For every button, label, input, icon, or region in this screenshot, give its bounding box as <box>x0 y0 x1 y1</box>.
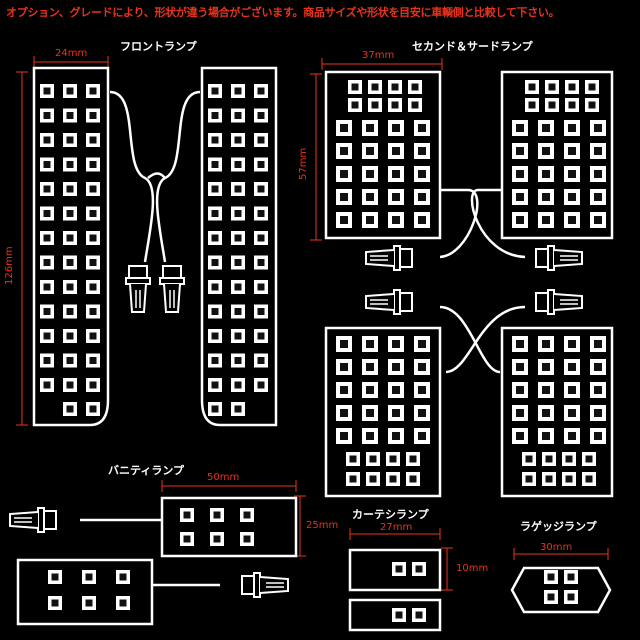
luggage-lamp-label: ラゲッジランプ <box>520 520 597 533</box>
courtesy-height-dim: 10mm <box>456 563 489 574</box>
second-board-right <box>500 70 614 240</box>
third-socket-right <box>535 289 583 315</box>
vanity-board-1 <box>160 496 298 558</box>
courtesy-lamp-label: カーテシランプ <box>352 508 429 521</box>
courtesy-board-1 <box>348 548 442 592</box>
third-board-left <box>324 326 442 498</box>
vanity-height-dim: 25mm <box>306 520 339 531</box>
front-board-left <box>32 66 110 427</box>
third-wire-a <box>439 305 501 374</box>
front-socket-left <box>125 265 151 313</box>
vanity-board-2 <box>16 558 154 626</box>
caution-notice: オプション、グレードにより、形状が違う場合がございます。商品サイズや形状を目安に… <box>6 6 560 19</box>
courtesy-board-2 <box>348 598 442 632</box>
second-height-dim: 57mm <box>298 147 309 180</box>
third-board-right <box>500 326 614 498</box>
luggage-width-dim: 30mm <box>540 542 573 553</box>
front-width-dim: 24mm <box>55 48 88 59</box>
third-wire-b <box>445 305 526 374</box>
third-socket-left <box>365 289 413 315</box>
second-socket-right <box>535 245 583 271</box>
second-board-left <box>324 70 442 240</box>
front-socket-right <box>159 265 185 313</box>
t10-sockets <box>9 245 583 598</box>
courtesy-width-dim: 27mm <box>380 522 413 533</box>
vanity-socket-2 <box>241 572 289 598</box>
vanity-socket-1 <box>9 507 57 533</box>
led-boards <box>16 66 614 632</box>
second-wire-b <box>470 188 526 259</box>
front-board-right <box>200 66 278 427</box>
vanity-width-dim: 50mm <box>207 472 240 483</box>
wires <box>80 90 526 587</box>
luggage-board <box>510 566 612 614</box>
second-third-lamp-label: セカンド＆サードランプ <box>412 40 533 53</box>
front-wire-left <box>109 90 155 263</box>
vanity-lamp-label: バニティランプ <box>108 464 185 477</box>
front-height-dim: 126mm <box>4 246 15 285</box>
second-width-dim: 37mm <box>362 50 395 61</box>
front-wire-right <box>155 90 201 263</box>
front-lamp-label: フロントランプ <box>120 40 197 53</box>
second-socket-left <box>365 245 413 271</box>
